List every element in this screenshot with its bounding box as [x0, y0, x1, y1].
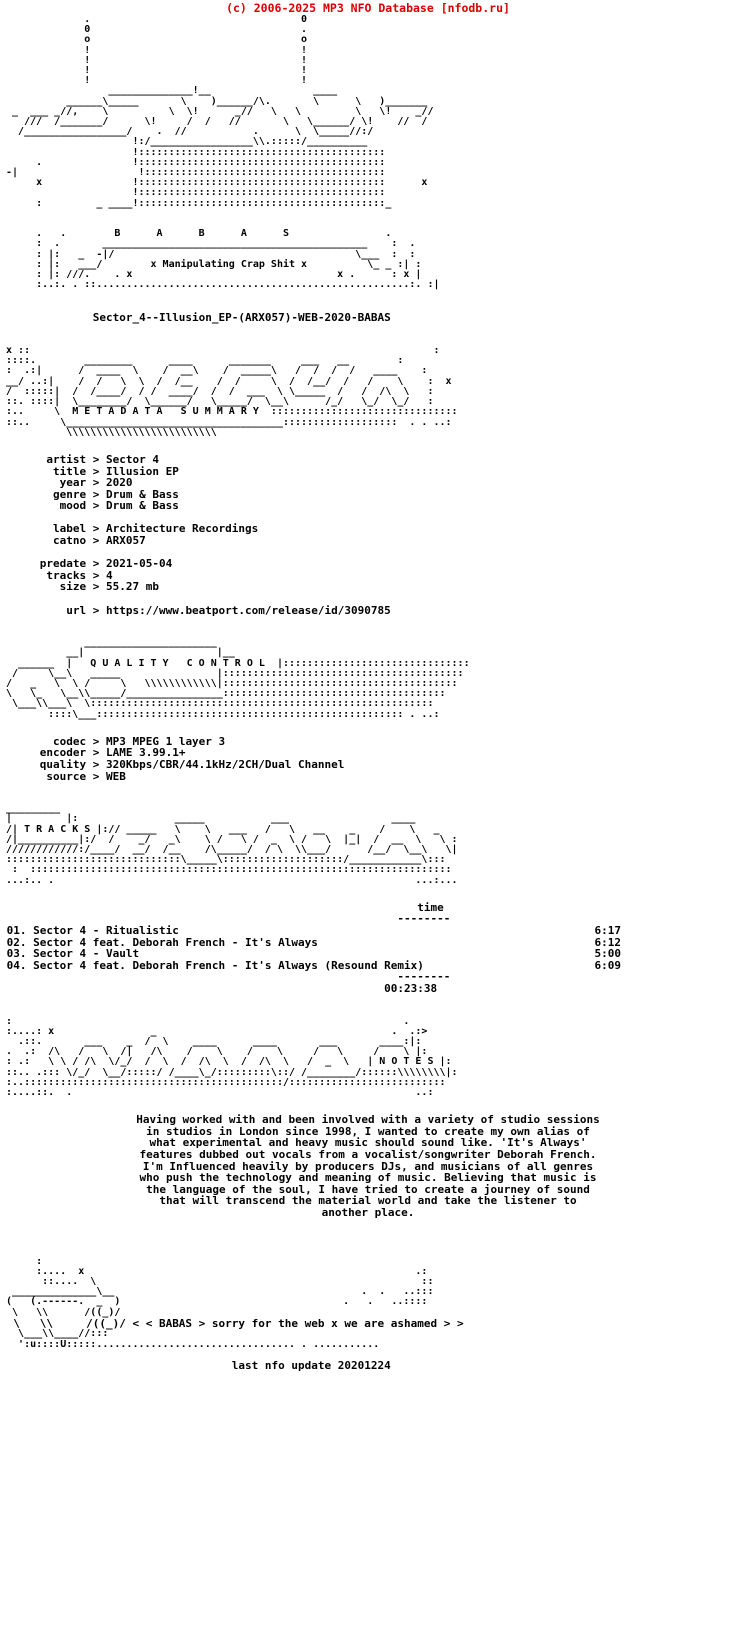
metadata-value-year: 2020 [105, 476, 133, 490]
metadata-row: mood > Drum & Bass [0, 499, 179, 513]
metadata-row: url > https://www.beatport.com/release/i… [0, 603, 391, 617]
metadata-row: catno > ARX057 [0, 534, 146, 548]
notes-line: features dubbed out vocals from a vocali… [139, 1147, 597, 1161]
metadata-value-mood: Drum & Bass [105, 499, 179, 513]
notes-line: what experimental and heavy music should… [149, 1136, 587, 1150]
track-number: 03. [6, 947, 27, 961]
metadata-value-label: Architecture Recordings [105, 522, 259, 536]
quality-value-source: WEB [105, 769, 126, 783]
track-title: Sector 4 feat. Deborah French - It's Alw… [33, 935, 318, 949]
metadata-value-catno: ARX057 [105, 534, 146, 548]
track-number: 02. [6, 935, 27, 949]
notes-header-art: : . :....: x _ . .:> .::. ___ _ / \ ____… [6, 1015, 458, 1098]
quality-row: encoder > LAME 3.99.1+ [0, 746, 186, 760]
track-row: 03. Sector 4 - Vault [7, 947, 139, 960]
metadata-row: label > Architecture Recordings [0, 522, 259, 536]
metadata-row: title > Illusion EP [0, 464, 179, 478]
metadata-value-size: 55.27 mb [105, 580, 159, 594]
track-title: Sector 4 - Vault [33, 947, 140, 961]
quality-row: codec > MP3 MPEG 1 layer 3 [0, 734, 226, 748]
release-name-text: Sector_4--Illusion_EP-(ARX057)-WEB-2020-… [92, 311, 391, 325]
footer-last-update-line: last nfo update 20201224 [0, 1358, 736, 1372]
quality-row: quality > 320Kbps/CBR/44.1kHz/2CH/Dual C… [0, 758, 345, 772]
release-name: Sector_4--Illusion_EP-(ARX057)-WEB-2020-… [0, 312, 736, 324]
metadata-value-url: https://www.beatport.com/release/id/3090… [105, 603, 391, 617]
metadata-summary-header-art: x :: : ::::. ________ ____ _______ ___ _… [6, 345, 458, 438]
nfo-page: (c) 2006-2025 MP3 NFO Database [nfodb.ru… [0, 1, 736, 1372]
notes-line: in studios in London since 1998, I wante… [146, 1124, 590, 1138]
notes-line: that will transcend the material world a… [159, 1194, 577, 1208]
notes-line: another place. [321, 1205, 415, 1219]
ascii-logo-banner: . 0 0 . o o ! ! [6, 14, 440, 291]
metadata-row: tracks > 4 [0, 568, 113, 582]
metadata-row: size > 55.27 mb [0, 580, 159, 594]
footer-message-line: \ \\ /((_)/ < < BABAS > sorry for the we… [0, 1316, 464, 1330]
notes-line: the language of the soul, I have tried t… [146, 1182, 590, 1196]
footer-last-update: last nfo update 20201224 [231, 1358, 391, 1372]
notes-line: who push the technology and meaning of m… [139, 1171, 597, 1185]
track-title: Sector 4 - Ritualistic [33, 924, 179, 938]
tracks-total: -------- 00:23:38 [0, 971, 736, 994]
track-title: Sector 4 feat. Deborah French - It's Alw… [33, 958, 424, 972]
quality-control-header-art: ______________________ __| |__ ______ | … [6, 637, 470, 720]
metadata-value-predate: 2021-05-04 [105, 557, 173, 571]
notes-line: I'm Influenced heavily by producers DJs,… [142, 1159, 594, 1173]
metadata-row: year > 2020 [0, 476, 133, 490]
metadata-value-genre: Drum & Bass [105, 487, 179, 501]
tracks-rule-top: -------- [397, 912, 451, 926]
metadata-value-tracks: 4 [105, 568, 113, 582]
metadata-value-artist: Sector 4 [105, 452, 159, 466]
track-time: 6:17 [594, 924, 622, 938]
footer-ascii-art-bottom: \___\\____//::: ':u::::U:::::...........… [18, 1328, 380, 1350]
notes-body: Having worked with and been involved wit… [0, 1114, 736, 1218]
tracks-header-art: _________ | |: _____ ___ ____ /| T R A C… [6, 803, 458, 886]
site-copyright-banner: (c) 2006-2025 MP3 NFO Database [nfodb.ru… [226, 1, 510, 15]
track-row: 02. Sector 4 feat. Deborah French - It's… [7, 936, 318, 949]
footer-message: < < BABAS > sorry for the web x we are a… [132, 1316, 464, 1330]
metadata-block: artist > Sector 4 title > Illusion EP ye… [0, 454, 736, 616]
track-time: 6:12 [594, 935, 622, 949]
tracks-times-column: 6:17 6:12 5:00 6:09 [0, 925, 736, 971]
quality-value-quality: 320Kbps/CBR/44.1kHz/2CH/Dual Channel [105, 758, 345, 772]
quality-block: codec > MP3 MPEG 1 layer 3 encoder > LAM… [0, 736, 736, 782]
metadata-value-title: Illusion EP [105, 464, 179, 478]
track-number: 01. [6, 924, 27, 938]
metadata-row: artist > Sector 4 [0, 452, 159, 466]
tracks-table: time -------- 01. Sector 4 - Ritualistic… [0, 902, 736, 972]
notes-line: Having worked with and been involved wit… [136, 1113, 600, 1127]
metadata-row: predate > 2021-05-04 [0, 557, 173, 571]
track-time: 5:00 [594, 947, 622, 961]
metadata-row: genre > Drum & Bass [0, 487, 179, 501]
tracks-total-time: 00:23:38 [384, 981, 438, 995]
quality-value-codec: MP3 MPEG 1 layer 3 [105, 734, 226, 748]
track-row: 01. Sector 4 - Ritualistic [7, 924, 179, 937]
track-row: 04. Sector 4 feat. Deborah French - It's… [7, 959, 424, 972]
tracks-rule-bottom: -------- [397, 970, 451, 984]
quality-value-encoder: LAME 3.99.1+ [105, 746, 186, 760]
tracks-time-column-header: time [417, 900, 444, 914]
track-number: 04. [6, 958, 27, 972]
footer-ascii-art: : :.... x .: ::.... \ :: ______________\… [6, 1255, 434, 1318]
quality-row: source > WEB [0, 769, 126, 783]
track-time: 6:09 [594, 958, 622, 972]
